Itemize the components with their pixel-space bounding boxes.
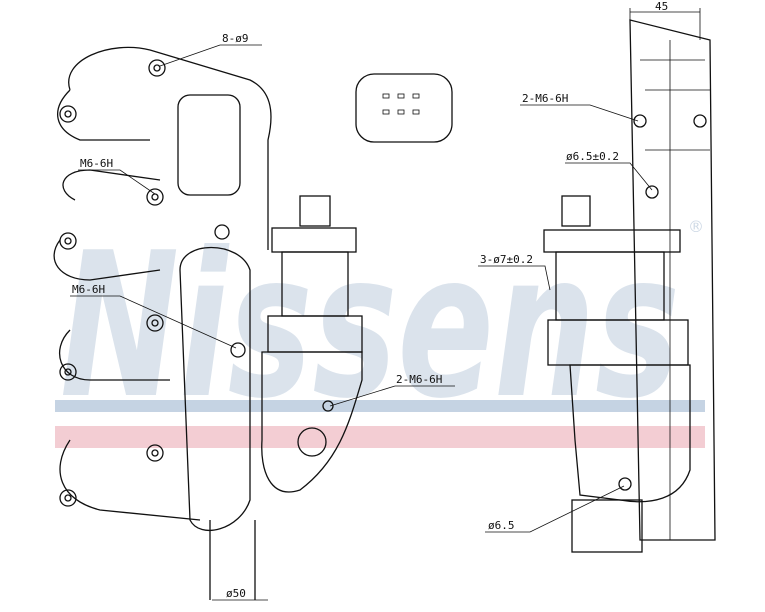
watermark-stripe-red [55, 426, 705, 448]
egr-valve-side [543, 8, 716, 553]
label-thread-left-1: M6-6H [80, 157, 113, 170]
egr-valve-front [261, 73, 453, 493]
label-thread-left-2: M6-6H [72, 283, 105, 296]
manifold-front-view [53, 46, 272, 600]
label-thread-center: 2-M6-6H [396, 373, 442, 386]
watermark-stripe-blue [55, 400, 705, 412]
label-pipe-diameter: ø50 [226, 587, 246, 600]
label-width-dim: 45 [655, 0, 668, 13]
watermark-brand: Nissens [60, 210, 680, 443]
watermark: Nissens ® [55, 210, 705, 448]
watermark-registered: ® [688, 217, 704, 236]
label-holes-top-left: 8-ø9 [222, 32, 249, 45]
label-hole-right-3: 3-ø7±0.2 [480, 253, 533, 266]
label-thread-right: 2-M6-6H [522, 92, 568, 105]
label-hole-right-bottom: ø6.5 [488, 519, 515, 532]
label-hole-right-1: ø6.5±0.2 [566, 150, 619, 163]
leader-lines [70, 44, 653, 601]
